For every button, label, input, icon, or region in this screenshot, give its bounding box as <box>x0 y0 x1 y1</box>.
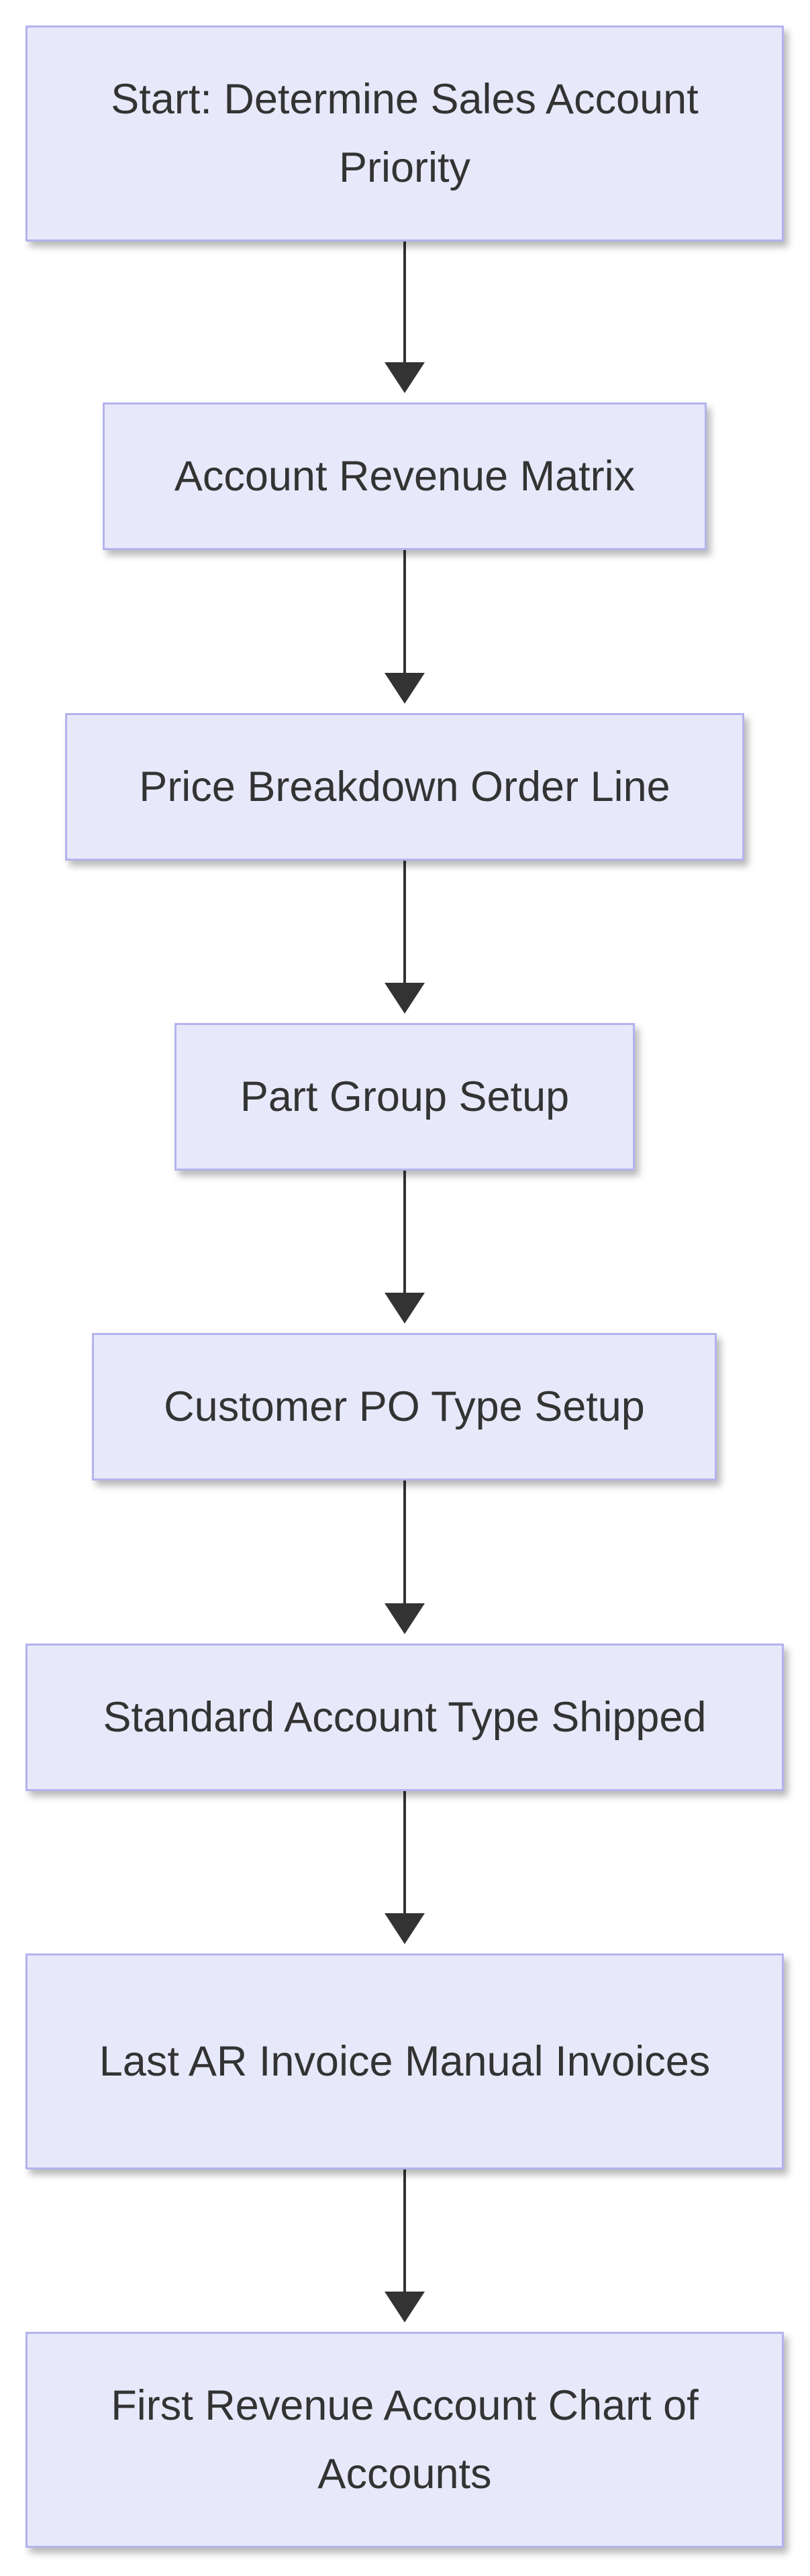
edge-n2-n3 <box>385 550 425 704</box>
node-label: Standard Account Type Shipped <box>103 1694 707 1741</box>
node-label: Last AR Invoice Manual Invoices <box>99 2038 711 2085</box>
edge-n1-n2 <box>385 241 425 393</box>
edge-n5-n6 <box>385 1481 425 1634</box>
node-standard-account-type-shipped: Standard Account Type Shipped <box>26 1644 784 1791</box>
edge-n4-n5 <box>385 1171 425 1324</box>
node-start-determine-sales-account-priority: Start: Determine Sales Account Priority <box>26 25 784 241</box>
node-label: Start: Determine Sales Account Priority <box>111 76 699 191</box>
node-label: Customer PO Type Setup <box>164 1383 645 1430</box>
node-label: Part Group Setup <box>240 1073 570 1120</box>
node-account-revenue-matrix: Account Revenue Matrix <box>103 402 707 550</box>
node-part-group-setup: Part Group Setup <box>174 1023 635 1171</box>
node-label: First Revenue Account Chart of Accounts <box>111 2382 699 2498</box>
edge-n3-n4 <box>385 861 425 1014</box>
node-last-ar-invoice-manual-invoices: Last AR Invoice Manual Invoices <box>26 1953 784 2169</box>
node-first-revenue-account-chart-of-accounts: First Revenue Account Chart of Accounts <box>26 2332 784 2548</box>
node-label: Account Revenue Matrix <box>174 453 636 500</box>
edge-n7-n8 <box>385 2169 425 2322</box>
node-price-breakdown-order-line: Price Breakdown Order Line <box>65 713 744 861</box>
node-label: Price Breakdown Order Line <box>139 763 670 810</box>
edge-n6-n7 <box>385 1791 425 1944</box>
node-customer-po-type-setup: Customer PO Type Setup <box>92 1333 717 1481</box>
